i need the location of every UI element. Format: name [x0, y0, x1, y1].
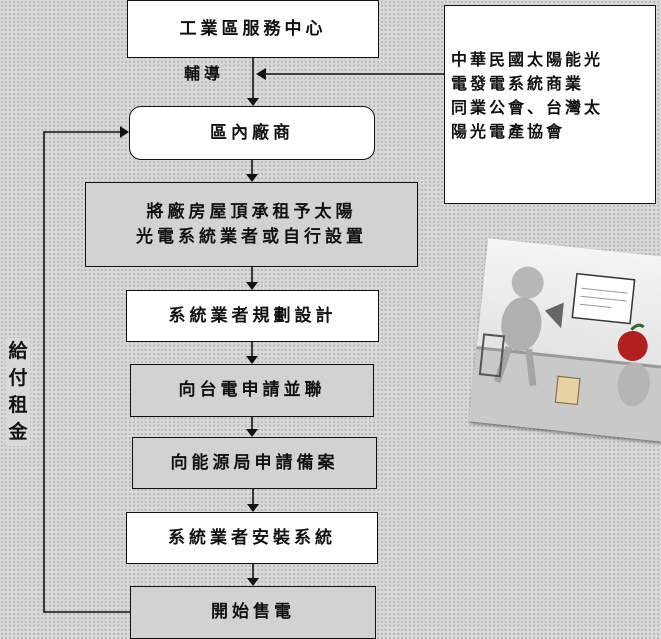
install-box: 系統業者安裝系統 [126, 512, 378, 564]
sell-box: 開始售電 [130, 586, 376, 639]
taipower-label: 向台電申請並聯 [178, 380, 326, 401]
install-label: 系統業者安裝系統 [168, 527, 336, 548]
association-line: 同業公會、台灣太 [451, 98, 604, 117]
association-box: 中華民國太陽能光 電發電系統商業 同業公會、台灣太 陽光電產協會 [444, 5, 656, 204]
energy-bureau-label: 向能源局申請備案 [170, 452, 339, 473]
service-center-box: 工業區服務中心 [127, 0, 379, 58]
association-line: 電發電系統商業 [451, 74, 585, 93]
design-box: 系統業者規劃設計 [126, 290, 379, 342]
vendors-label: 區內廠商 [210, 122, 294, 143]
guidance-label: 輔導 [184, 64, 225, 83]
association-line: 中華民國太陽能光 [451, 50, 604, 69]
association-line: 陽光電產協會 [451, 122, 566, 141]
rent-char: 給 [8, 340, 28, 362]
rent-label: 給 付 租 金 [6, 338, 30, 446]
rent-char: 付 [8, 367, 28, 389]
energy-bureau-box: 向能源局申請備案 [132, 437, 377, 489]
lease-line: 光電系統業者或自行設置 [136, 226, 367, 247]
taipower-box: 向台電申請並聯 [130, 364, 374, 417]
vendors-box: 區內廠商 [129, 106, 375, 160]
lease-box: 將廠房屋頂承租予太陽 光電系統業者或自行設置 [85, 182, 418, 267]
illustration-photo [468, 238, 661, 442]
service-center-label: 工業區服務中心 [179, 18, 327, 39]
rent-char: 金 [8, 421, 28, 443]
lease-line: 將廠房屋頂承租予太陽 [146, 201, 357, 222]
sell-label: 開始售電 [211, 602, 295, 623]
design-label: 系統業者規劃設計 [168, 305, 337, 326]
rent-char: 租 [8, 394, 28, 416]
